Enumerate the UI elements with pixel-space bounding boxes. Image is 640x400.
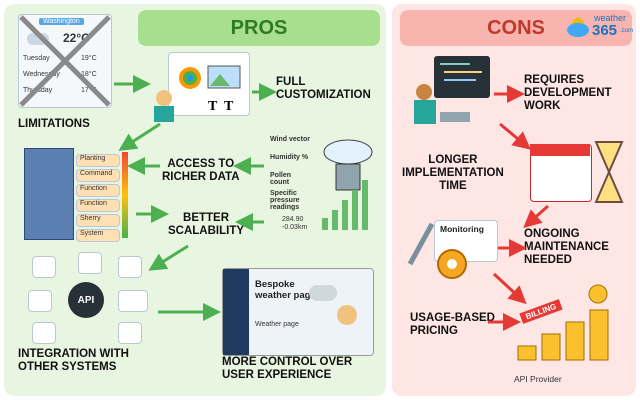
data-label: Specific pressure readings [270, 190, 300, 211]
card-row-day: Wednesday [23, 71, 60, 78]
cross-out-icon [19, 15, 111, 107]
card-row-day: Tuesday [23, 55, 50, 62]
monitoring-illustration: Monitoring [404, 214, 498, 282]
gear-wrench-icon [407, 222, 467, 279]
stack-layer: Function [76, 199, 120, 212]
coins-icon [517, 284, 609, 361]
logo-suffix: .com [620, 28, 634, 34]
svg-text:T: T [224, 99, 234, 114]
generic-weather-card: Washington 22°C Tuesday 19°C Wednesday 1… [18, 14, 112, 108]
card-row-hi: 19°C [81, 55, 97, 62]
monitoring-title: Monitoring [440, 224, 484, 234]
api-integration-illustration: API [22, 252, 152, 344]
svg-text:T: T [208, 99, 218, 114]
limitations-label: LIMITATIONS [18, 118, 90, 130]
weather-data-illustration: Wind vector Humidity % Pollen count Spec… [268, 132, 380, 240]
data-label: Pollen count [270, 172, 292, 186]
person-avatar [337, 305, 357, 325]
stack-layer: Function [76, 184, 120, 197]
cloud-sun-icon [567, 18, 589, 37]
weather365-logo: weather 365 .com [566, 12, 634, 42]
customization-illustration: T T [150, 52, 250, 122]
logo-word: weather [594, 13, 627, 23]
developer-illustration [410, 56, 490, 130]
card-row-hi: 18°C [81, 71, 97, 78]
card-city: Washington [39, 18, 84, 25]
card-row-hi: 17°C [81, 87, 97, 94]
cart-icon [32, 256, 56, 278]
data-label: Humidity % [270, 154, 309, 161]
stack-layer: System [76, 229, 120, 242]
bespoke-caption: Weather page [255, 321, 299, 328]
location-icon [28, 290, 52, 312]
data-stack-illustration: Planting Command Function Function Sherr… [24, 148, 128, 242]
code-lines-icon [414, 63, 482, 124]
globe-icon [118, 256, 142, 278]
pressure-value: 284.90 [282, 216, 304, 223]
api-provider-caption: API Provider [514, 374, 562, 384]
cloud-server-chart-icon [322, 139, 373, 230]
api-gear-icon: API [68, 282, 104, 318]
page-sidebar [223, 269, 249, 355]
billing-coins-illustration: BILLING [514, 284, 630, 362]
cloud-icon [309, 285, 337, 301]
pros-header: PROS [138, 10, 380, 46]
calendar-icon [118, 322, 142, 344]
building-icon [24, 148, 74, 240]
stack-layer: Command [76, 169, 120, 182]
stack-layer: Planting [76, 154, 120, 167]
cons-header: CONS [400, 10, 632, 46]
hourglass-icon [530, 141, 624, 203]
pressure-unit: -0.03km [282, 224, 308, 231]
gradient-arrow-icon [122, 152, 128, 238]
color-wheel-icon: T T [154, 65, 241, 122]
database-icon [118, 290, 148, 312]
stack-layer: Sherry [76, 214, 120, 227]
logo-number: 365 [592, 22, 618, 39]
data-label: Wind vector [270, 136, 310, 143]
dollar-icon [32, 322, 56, 344]
calendar-hourglass-illustration [530, 140, 624, 204]
map-icon [78, 252, 102, 274]
